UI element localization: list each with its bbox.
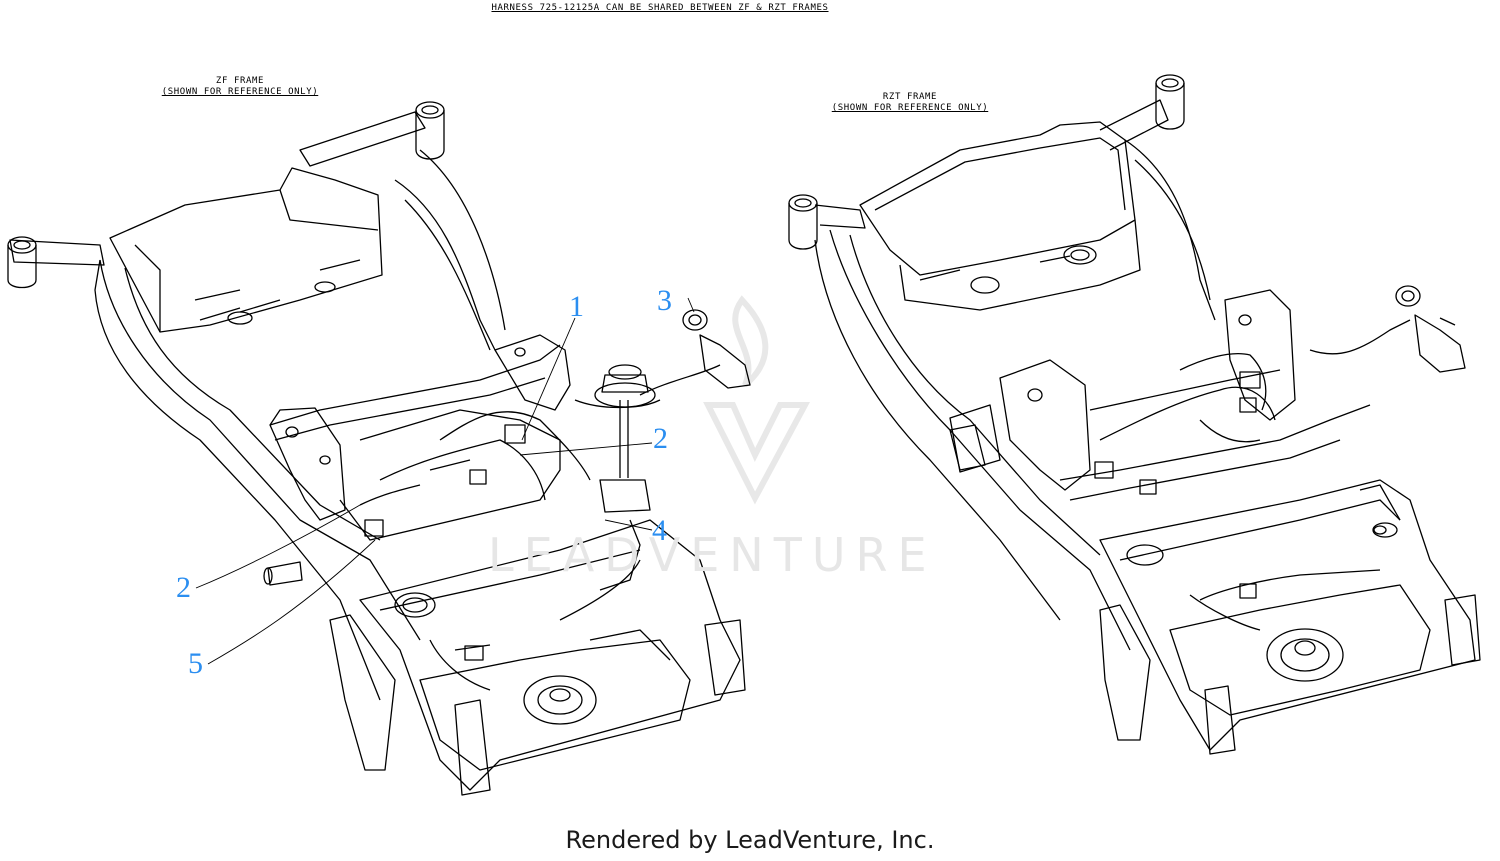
rzt-frame-drawing bbox=[788, 74, 1481, 755]
callout-4[interactable]: 4 bbox=[652, 514, 667, 547]
zf-leader-lines bbox=[195, 297, 695, 665]
zf-frame-drawing bbox=[7, 101, 751, 796]
rzt-frame-title: RZT FRAME bbox=[882, 92, 938, 102]
callout-3[interactable]: 3 bbox=[657, 284, 672, 317]
footer-credit: Rendered by LeadVenture, Inc. bbox=[565, 826, 935, 854]
watermark-logo bbox=[703, 295, 811, 505]
callout-2-lower[interactable]: 2 bbox=[176, 571, 191, 604]
zf-frame-subtitle: (SHOWN FOR REFERENCE ONLY) bbox=[161, 87, 319, 97]
zf-frame-label: ZF FRAME (SHOWN FOR REFERENCE ONLY) bbox=[130, 76, 350, 98]
rzt-frame-subtitle: (SHOWN FOR REFERENCE ONLY) bbox=[831, 103, 989, 113]
callout-2-upper[interactable]: 2 bbox=[653, 422, 668, 455]
header-note-text: HARNESS 725-12125A CAN BE SHARED BETWEEN… bbox=[491, 3, 829, 13]
header-note: HARNESS 725-12125A CAN BE SHARED BETWEEN… bbox=[440, 3, 880, 14]
rzt-frame-label: RZT FRAME (SHOWN FOR REFERENCE ONLY) bbox=[800, 92, 1020, 114]
zf-frame-title: ZF FRAME bbox=[215, 76, 265, 86]
watermark-text: LEADVENTURE bbox=[488, 528, 937, 582]
callout-1[interactable]: 1 bbox=[569, 290, 584, 323]
callout-5[interactable]: 5 bbox=[188, 647, 203, 680]
